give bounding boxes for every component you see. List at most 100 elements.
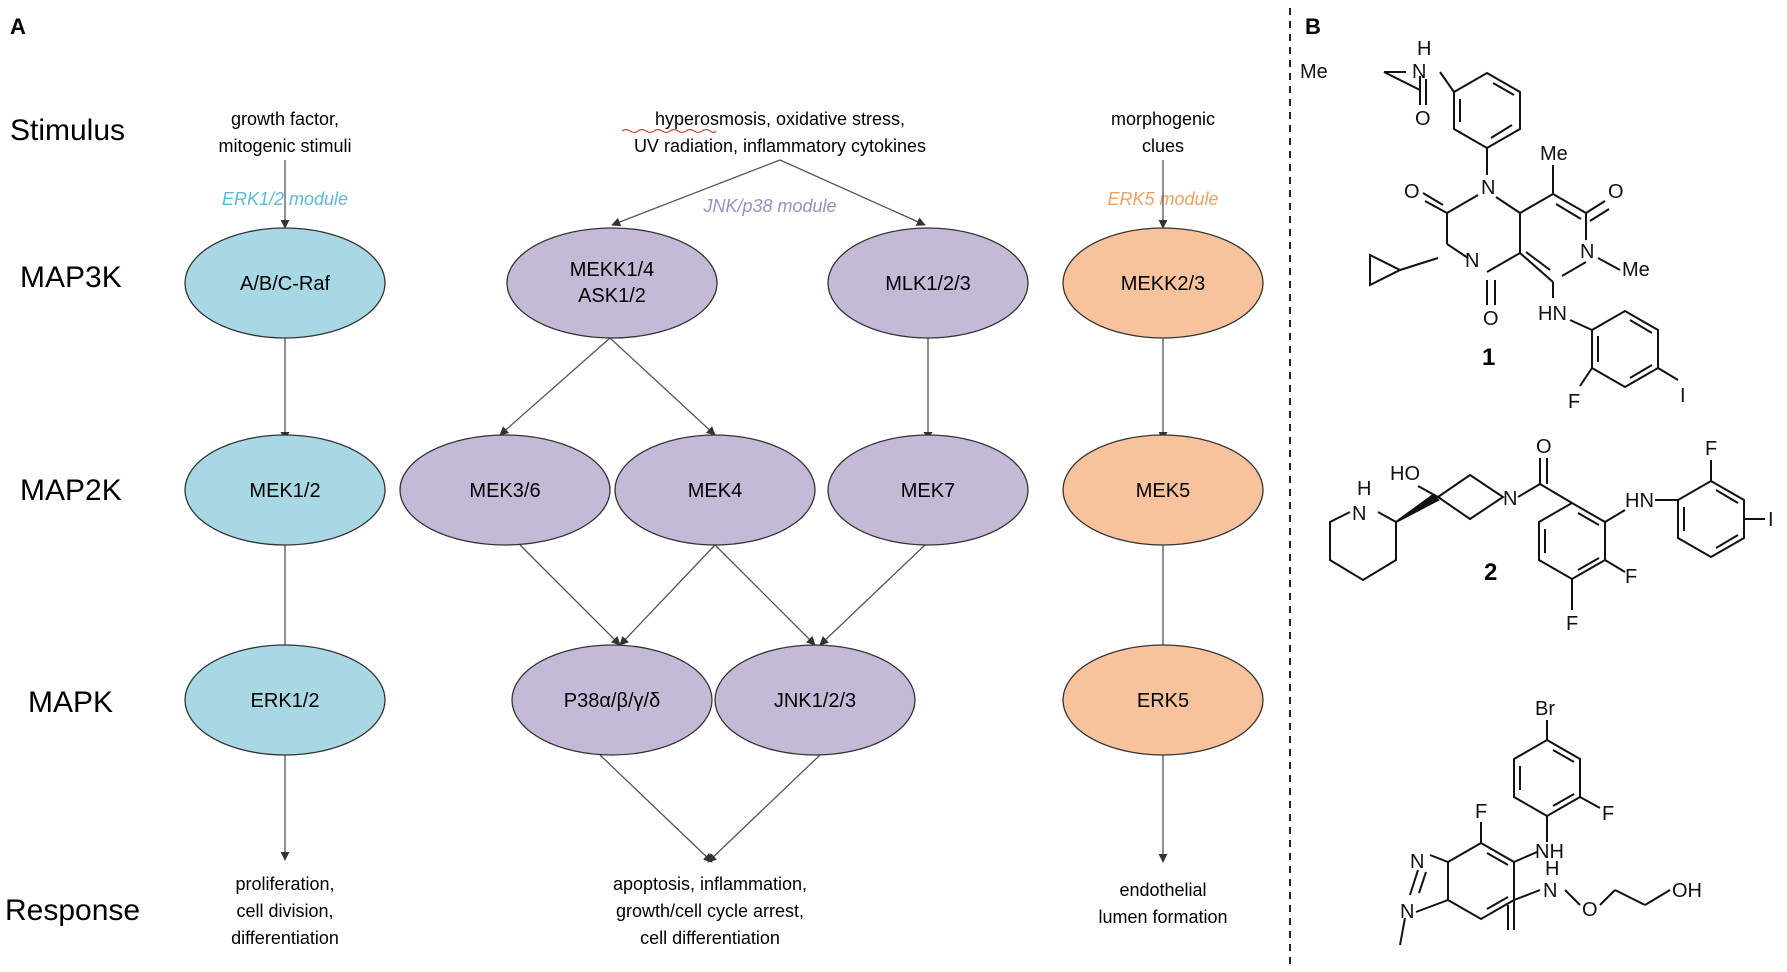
arrow-mek36-p38	[519, 544, 621, 646]
c3-atom-n-ring: N	[1410, 851, 1424, 873]
c1-atom-f: F	[1568, 391, 1580, 413]
node-erk5	[1062, 644, 1264, 756]
arrow-mekk14-mek36	[499, 337, 611, 436]
c2-atom-o: O	[1536, 436, 1552, 458]
node-mekk14	[506, 227, 718, 339]
c1-atom-o-left: O	[1404, 181, 1420, 203]
node-mek12	[184, 434, 386, 546]
c2-atom-nh-n: N	[1352, 503, 1366, 525]
response-jnk-line1: apoptosis, inflammation,	[613, 874, 807, 894]
c2-azetidine-ring	[1436, 473, 1505, 521]
arrow-mek7-jnk	[819, 544, 926, 646]
c2-aniline-ring	[1677, 479, 1745, 559]
c3-atom-n-ox: N	[1543, 880, 1557, 902]
c1-aniline-ring	[1591, 309, 1659, 389]
c3-atom-o-ox: O	[1582, 899, 1598, 921]
compound-1-number: 1	[1482, 344, 1495, 371]
c2-atom-f-right: F	[1625, 566, 1637, 588]
c1-atom-me-n: Me	[1622, 259, 1650, 281]
node-p38-label: P38α/β/γ/δ	[564, 690, 660, 712]
c1-atom-n-right: N	[1580, 241, 1594, 263]
c1-atom-o-right: O	[1608, 181, 1624, 203]
stimulus-erk12-line1: growth factor,	[231, 109, 339, 129]
c2-atom-n-azet: N	[1503, 488, 1517, 510]
node-erk12	[184, 644, 386, 756]
c1-atom-me-acyl: Me	[1300, 61, 1328, 83]
row-label-response: Response	[5, 894, 140, 927]
response-erk12-line3: differentiation	[231, 928, 339, 948]
node-raf-label: A/B/C-Raf	[240, 273, 330, 295]
c1-atom-n-left: N	[1465, 250, 1479, 272]
response-erk12-line1: proliferation,	[235, 874, 334, 894]
node-raf	[184, 227, 386, 339]
row-label-map3k: MAP3K	[20, 261, 122, 294]
c2-atom-i: I	[1768, 509, 1774, 531]
node-mlk	[827, 227, 1029, 339]
arrow-jnk-response	[707, 754, 821, 863]
panel-label-a: A	[10, 14, 26, 39]
c1-atom-n-amide: N	[1412, 61, 1426, 83]
node-mek4	[614, 434, 816, 546]
row-label-stimulus: Stimulus	[10, 114, 125, 147]
stimulus-erk5-line1: morphogenic	[1111, 109, 1215, 129]
node-mekk23-label: MEKK2/3	[1121, 273, 1205, 295]
stimulus-erk5-line2: clues	[1142, 136, 1184, 156]
arrow-stim-mlk	[779, 159, 926, 226]
c2-atom-ho: HO	[1390, 463, 1420, 485]
c3-atom-f-right: F	[1602, 803, 1614, 825]
module-label-jnk: JNK/p38 module	[702, 196, 836, 216]
c1-atom-i: I	[1680, 385, 1686, 407]
compound-2-number: 2	[1484, 559, 1497, 586]
node-mek36	[399, 434, 611, 546]
c1-atom-me-top: Me	[1540, 143, 1568, 165]
c1-atom-o-acyl: O	[1415, 108, 1431, 130]
c2-benzoyl-ring	[1538, 501, 1606, 581]
node-mekk14-label-line2: ASK1/2	[578, 285, 646, 307]
c1-atom-nh-h: H	[1417, 38, 1431, 60]
arrow-stim-mekk14	[611, 159, 781, 227]
node-mek5-label: MEK5	[1136, 480, 1190, 502]
node-mekk14-label-line1: MEKK1/4	[570, 259, 654, 281]
node-p38	[511, 644, 713, 756]
c3-atom-nh: NH	[1535, 841, 1564, 863]
c3-aniline-ring	[1513, 738, 1581, 818]
response-erk5-line1: endothelial	[1119, 880, 1206, 900]
stimulus-jnk-line2: UV radiation, inflammatory cytokines	[634, 136, 926, 156]
node-mlk-label: MLK1/2/3	[885, 273, 971, 295]
arrow-mekk14-mek4	[609, 337, 716, 436]
c3-benzo-ring	[1447, 841, 1515, 921]
node-mek7	[827, 434, 1029, 546]
stimulus-jnk-line1: hyperosmosis, oxidative stress,	[655, 109, 905, 129]
c2-atom-f-bottom: F	[1566, 613, 1578, 635]
c1-atom-hn: HN	[1538, 303, 1567, 325]
response-erk5-line2: lumen formation	[1098, 907, 1227, 927]
node-mek36-label: MEK3/6	[469, 480, 540, 502]
compound-2-structure	[1329, 458, 1765, 610]
compound-3-structure	[1399, 720, 1671, 946]
stimulus-erk12-line2: mitogenic stimuli	[218, 136, 351, 156]
c3-atom-oh: OH	[1672, 880, 1702, 902]
arrow-p38-response	[599, 754, 713, 863]
c3-atom-n-bottom: N	[1400, 901, 1414, 923]
c3-atom-f-left: F	[1475, 801, 1487, 823]
arrow-mek4-jnk	[714, 544, 816, 646]
node-erk12-label: ERK1/2	[251, 690, 320, 712]
response-jnk-line3: cell differentiation	[640, 928, 780, 948]
response-jnk-line2: growth/cell cycle arrest,	[616, 901, 804, 921]
node-mekk23	[1062, 227, 1264, 339]
node-mek7-label: MEK7	[901, 480, 955, 502]
node-mek5	[1062, 434, 1264, 546]
c1-phenyl-ring	[1453, 71, 1521, 150]
compound-1-structure	[1369, 71, 1679, 389]
c2-atom-hn: HN	[1625, 490, 1654, 512]
node-mek4-label: MEK4	[688, 480, 742, 502]
c3-atom-br: Br	[1535, 698, 1555, 720]
row-label-mapk: MAPK	[28, 686, 113, 719]
response-erk12-line2: cell division,	[236, 901, 333, 921]
panel-label-b: B	[1305, 14, 1321, 39]
c3-atom-nh-h: H	[1545, 858, 1559, 880]
c2-atom-f-top: F	[1705, 438, 1717, 460]
node-jnk-label: JNK1/2/3	[774, 690, 856, 712]
spellcheck-underline	[621, 128, 717, 134]
